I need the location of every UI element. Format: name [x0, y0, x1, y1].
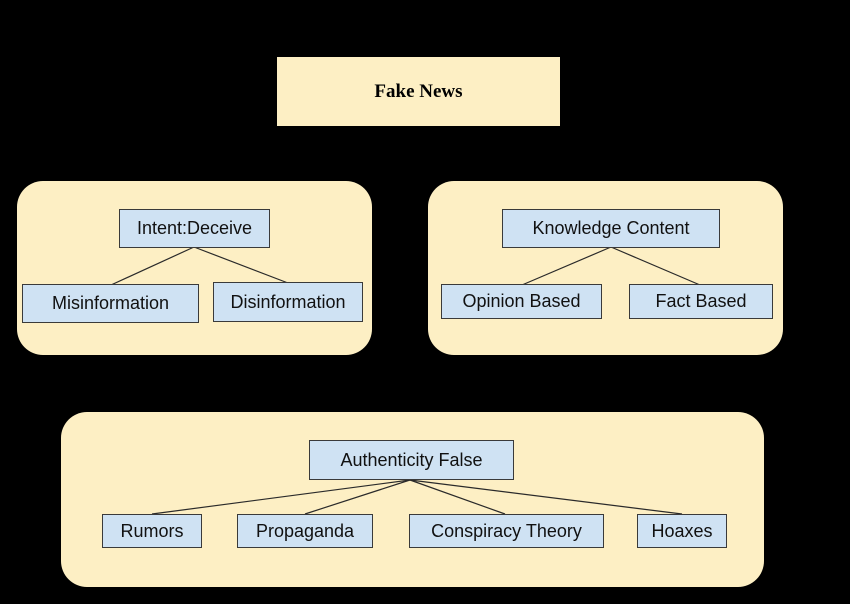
node-intent-deceive: Intent:Deceive [119, 209, 270, 248]
node-disinformation: Disinformation [213, 282, 363, 322]
edge-authenticity-hoaxes [409, 479, 683, 515]
diagram-title: Fake News [277, 57, 560, 126]
node-conspiracy-theory: Conspiracy Theory [409, 514, 604, 548]
node-hoaxes: Hoaxes [637, 514, 727, 548]
node-rumors: Rumors [102, 514, 202, 548]
node-opinion-based: Opinion Based [441, 284, 602, 319]
node-knowledge-content: Knowledge Content [502, 209, 720, 248]
edge-authenticity-conspiracy [409, 479, 506, 515]
edge-authenticity-propaganda [304, 479, 411, 515]
edge-knowledge-opinion [521, 246, 612, 286]
node-misinformation: Misinformation [22, 284, 199, 323]
edge-intent-disinformation [193, 246, 289, 284]
edge-authenticity-rumors [151, 479, 411, 515]
edge-intent-misinformation [110, 246, 195, 286]
node-propaganda: Propaganda [237, 514, 373, 548]
edge-knowledge-fact [610, 246, 701, 286]
node-authenticity-false: Authenticity False [309, 440, 514, 480]
node-fact-based: Fact Based [629, 284, 773, 319]
